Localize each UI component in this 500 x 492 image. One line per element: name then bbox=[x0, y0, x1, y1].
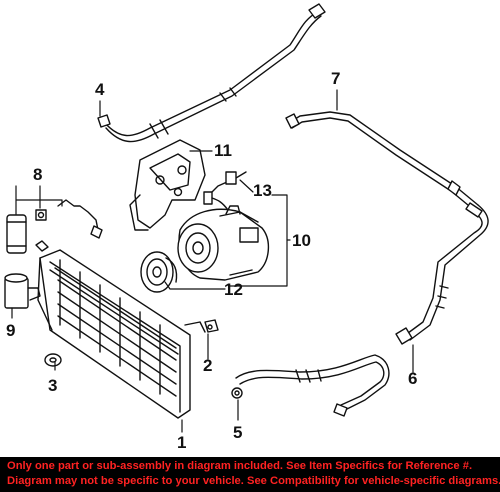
receiver-part-9 bbox=[4, 273, 41, 309]
disclaimer-line-2: Diagram may not be specific to your vehi… bbox=[7, 475, 500, 487]
parts-diagram: 4 7 11 8 13 10 12 9 2 6 3 5 1 bbox=[4, 3, 489, 452]
callout-10: 10 bbox=[292, 231, 311, 250]
callout-2: 2 bbox=[203, 356, 213, 375]
leader-lines bbox=[11, 89, 414, 433]
hose-part-5 bbox=[231, 354, 390, 417]
fitting-part-2 bbox=[204, 319, 219, 333]
switch-part-13 bbox=[203, 171, 247, 211]
bracket-part-11 bbox=[129, 139, 206, 231]
callout-13: 13 bbox=[253, 181, 272, 200]
drier-part-8 bbox=[6, 199, 103, 254]
callout-3: 3 bbox=[48, 376, 58, 395]
callout-6: 6 bbox=[408, 369, 418, 388]
line-part-7 bbox=[285, 111, 479, 211]
compressor-part-10 bbox=[177, 205, 269, 281]
clutch-part-12 bbox=[140, 251, 178, 293]
hose-part-4 bbox=[97, 3, 326, 143]
grommet-part-3 bbox=[44, 353, 62, 367]
diagram-drawing bbox=[4, 3, 489, 433]
callout-9: 9 bbox=[6, 321, 16, 340]
callout-12: 12 bbox=[224, 280, 243, 299]
callout-5: 5 bbox=[233, 423, 243, 442]
callout-11: 11 bbox=[214, 141, 232, 160]
disclaimer-footer: Only one part or sub-assembly in diagram… bbox=[0, 457, 500, 492]
disclaimer-line-1: Only one part or sub-assembly in diagram… bbox=[7, 460, 473, 472]
callout-4: 4 bbox=[95, 80, 105, 99]
callout-1: 1 bbox=[177, 433, 187, 452]
callout-7: 7 bbox=[331, 69, 341, 88]
hose-part-6 bbox=[395, 202, 489, 345]
condenser-part-1 bbox=[35, 240, 206, 419]
callout-8: 8 bbox=[33, 165, 43, 184]
